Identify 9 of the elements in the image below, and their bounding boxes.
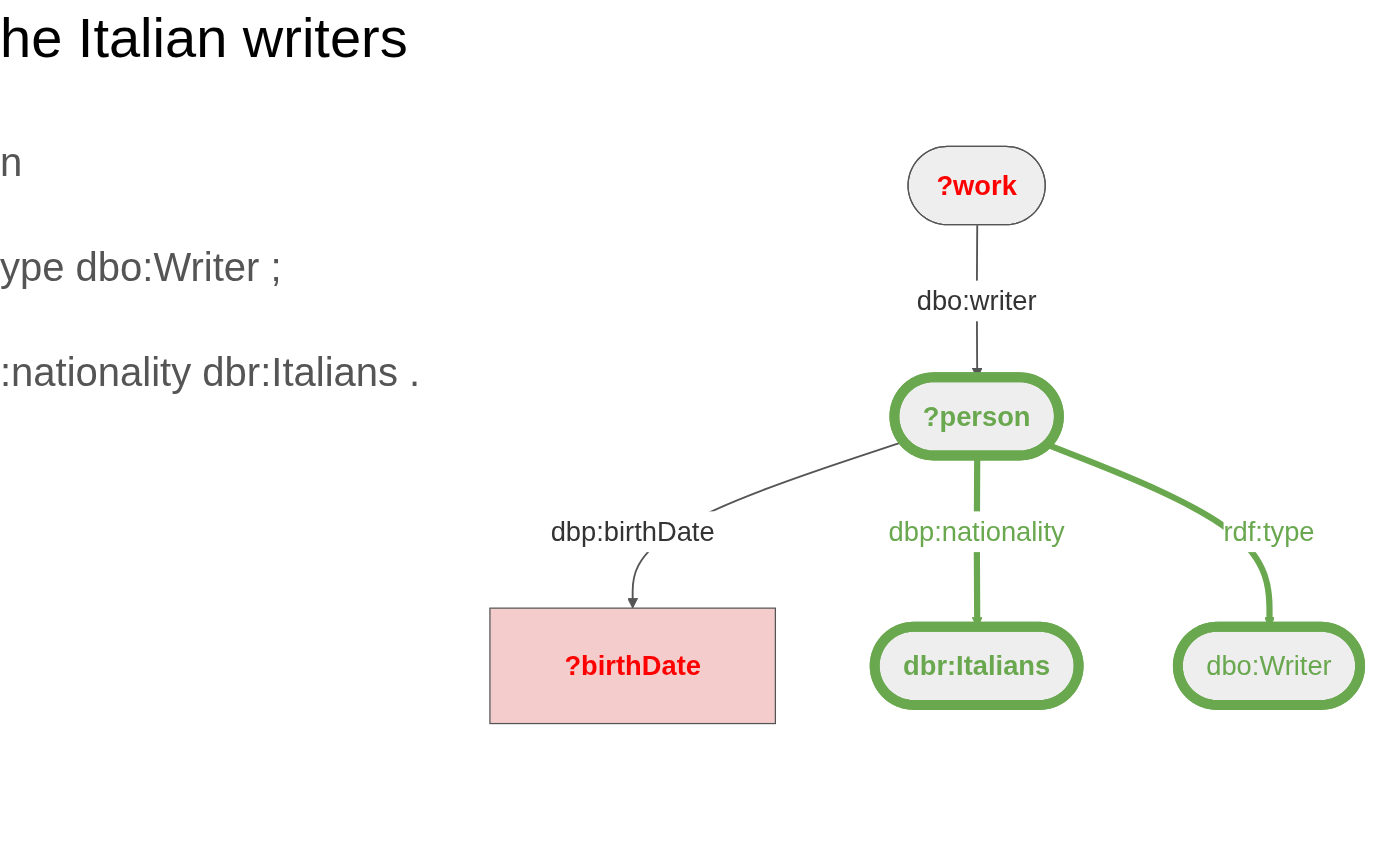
query-text: n	[0, 140, 24, 185]
edge-label: dbp:nationality	[888, 516, 1065, 548]
edge-label: dbo:writer	[916, 285, 1037, 317]
title: he Italian writers	[0, 5, 408, 70]
edge-label: rdf:type	[1223, 516, 1315, 548]
query-text: ype dbo:Writer ;	[0, 245, 283, 290]
query-text: :nationality dbr:Italians .	[0, 350, 422, 395]
edge-label: dbp:birthDate	[550, 516, 715, 548]
node-box: ?birthDate	[489, 607, 776, 725]
